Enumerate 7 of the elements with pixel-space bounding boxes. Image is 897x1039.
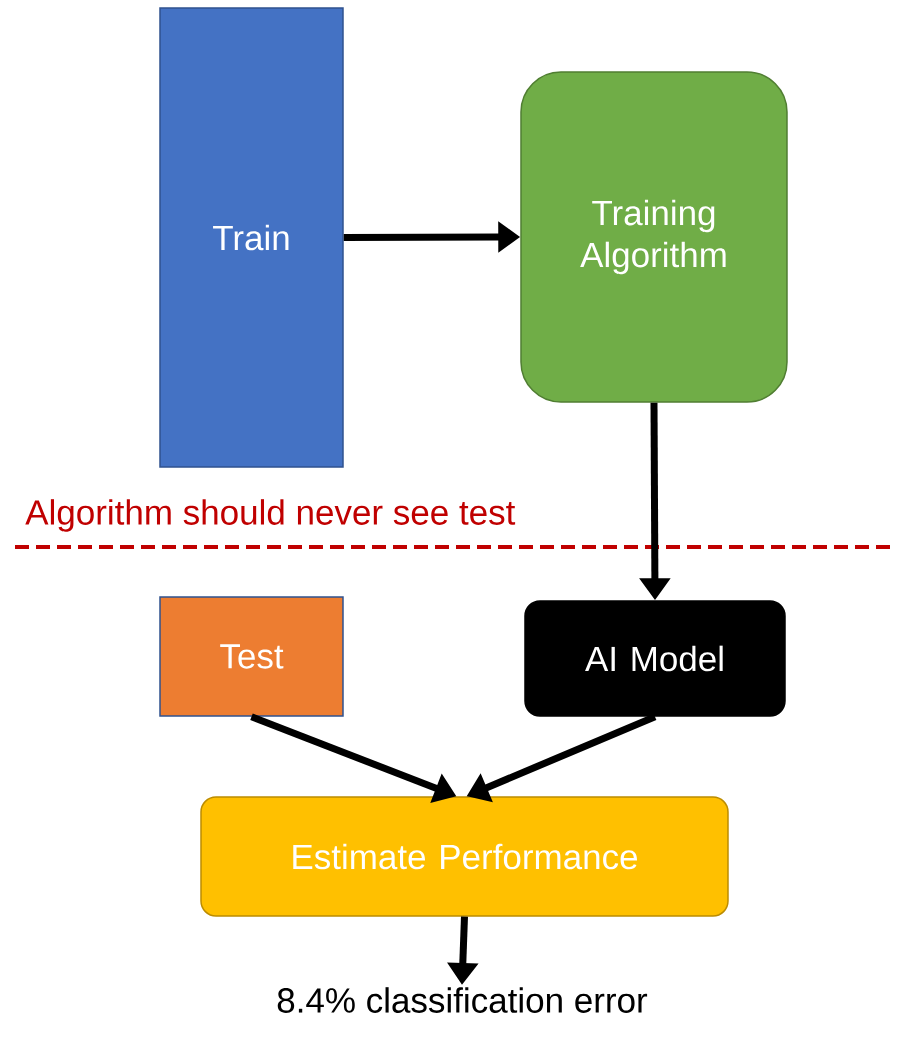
result-text: 8.4% classification error — [277, 987, 648, 1013]
model-box: AI Model — [524, 600, 786, 717]
process-box: Training Algorithm — [520, 71, 788, 403]
divider-label: Algorithm should never see test — [25, 499, 516, 532]
data-box: Test — [159, 596, 344, 717]
data-box: Train — [159, 7, 344, 468]
process-box: Estimate Performance — [200, 796, 729, 917]
